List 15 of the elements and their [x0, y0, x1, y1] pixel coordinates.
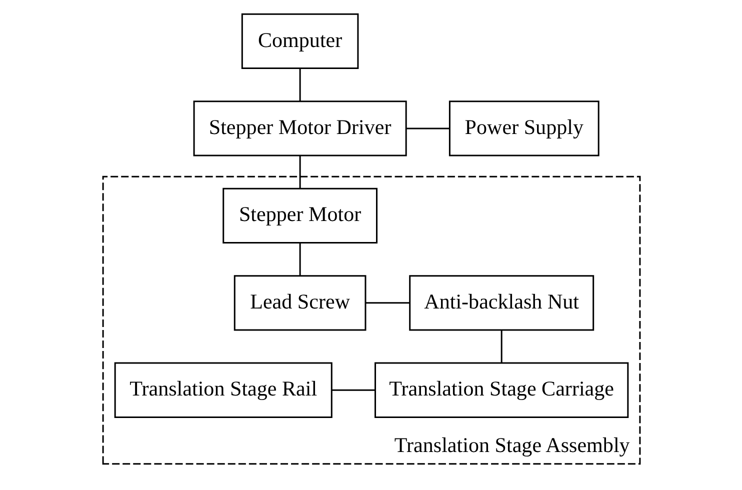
node-box: Lead Screw [233, 275, 366, 331]
node-box: Computer [240, 13, 358, 70]
connector [500, 330, 502, 364]
node-box: Translation Stage Carriage [374, 362, 628, 418]
connector [332, 389, 375, 391]
node-box: Anti-backlash Nut [408, 275, 594, 331]
node-box: Power Supply [448, 100, 599, 156]
node-box: Stepper Motor [222, 188, 378, 244]
connector [298, 156, 300, 189]
connector [298, 242, 300, 276]
node-box: Translation Stage Rail [114, 362, 332, 418]
connector [365, 302, 410, 304]
node-box: Stepper Motor Driver [192, 100, 406, 156]
connector [298, 68, 300, 102]
connector [406, 128, 450, 130]
